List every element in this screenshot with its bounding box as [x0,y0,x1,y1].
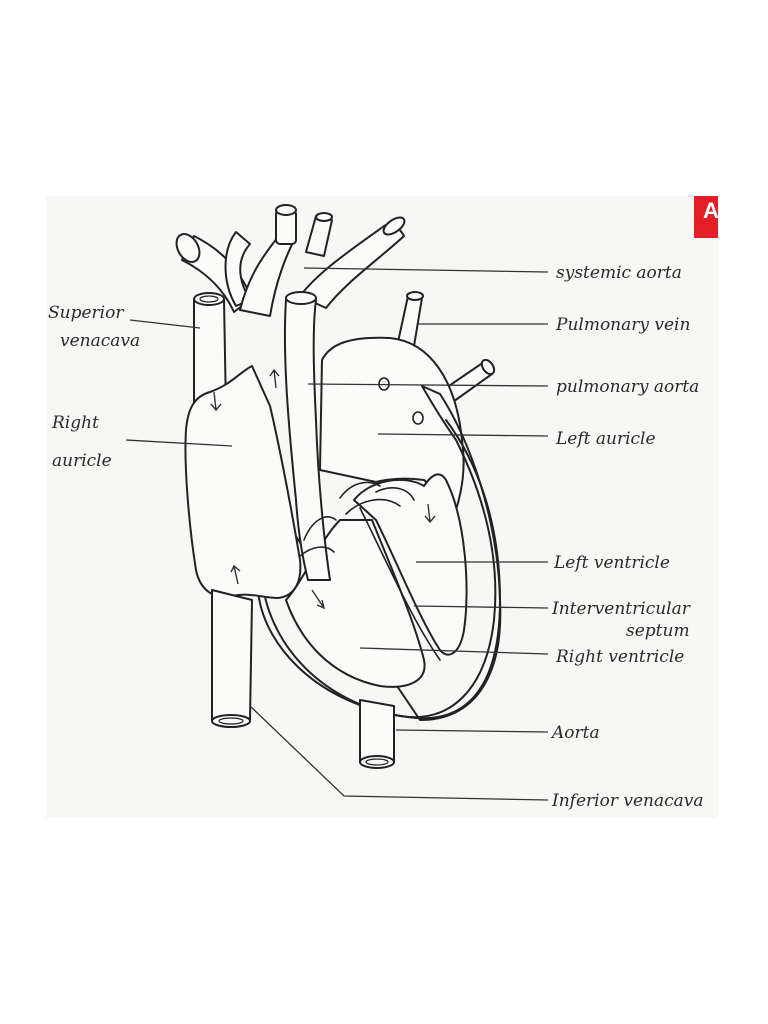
leader-systemic-aorta [303,267,549,273]
arrow-right-ventricle [311,589,326,610]
label-left-auricle: Left auricle [555,429,656,449]
pulmonary-aorta-opening [285,291,317,305]
label-interventricular-1: Interventricular [551,599,691,619]
pulmonary-vein-opening-2 [412,411,424,425]
label-superior-venacava-1: Superior [48,303,124,323]
svc-opening [193,292,225,306]
aorta-opening [359,755,395,769]
label-pulmonary-aorta: pulmonary aorta [556,377,699,397]
systemic-aorta-opening [382,216,406,236]
right-auricle-shape [184,365,302,599]
descending-aorta [359,699,395,769]
leader-interventricular-septum [413,605,549,609]
label-right-auricle-1: Right [51,413,99,433]
pulmonary-vein-lower-opening [480,358,496,376]
labels: Superior venacava Right auricle systemic… [48,263,704,811]
pulmonary-veins [397,291,496,405]
label-right-ventricle: Right ventricle [555,647,684,667]
mitral-flap-3 [375,487,415,501]
top-branch-1-opening [275,204,297,216]
tricuspid-flap-1 [303,516,337,541]
left-auricle-shape [319,336,465,511]
superior-vena-cava [193,292,227,411]
leader-left-auricle [377,433,549,437]
left-ventricle-chamber [353,473,468,656]
arrow-svc-down [210,391,222,412]
leader-aorta [395,729,549,733]
label-right-auricle-2: auricle [52,451,112,471]
mid-branch-vessel [224,231,251,307]
tricuspid-flap-2 [299,546,335,557]
aortic-arch [175,204,406,317]
valves [299,481,415,557]
ivc-inner [218,717,244,725]
pulmonary-vein-upper [397,295,423,347]
ivc-tube [211,589,253,721]
flow-arrows [210,368,436,610]
ivc-opening [211,714,251,728]
label-left-ventricle: Left ventricle [553,553,670,573]
corner-badge: A [694,196,719,238]
leader-inferior-venacava [249,705,549,801]
arrow-up-pulmonary [269,368,280,389]
arrow-left-ventricle [424,503,436,524]
leader-pulmonary-aorta [307,383,549,387]
heart-outer-contour [261,419,501,720]
aorta-tube [359,699,395,763]
left-branch-opening [175,233,201,263]
badge-letter: A [703,198,719,223]
label-systemic-aorta: systemic aorta [556,263,682,283]
label-aorta: Aorta [550,723,600,743]
septum-line [359,507,441,661]
top-branch-2 [305,215,333,257]
leader-lines [125,267,549,801]
label-interventricular-2: septum [626,621,690,641]
top-branch-2-opening [315,212,333,222]
badge-box [694,196,718,238]
arrow-ivc-up [230,564,241,585]
pulmonary-aorta-trunk [283,291,331,581]
label-pulmonary-vein: Pulmonary vein [555,315,690,335]
inferior-vena-cava [211,589,253,728]
mitral-flap-2 [345,498,401,515]
leader-superior-venacava [129,319,201,329]
svc-inner [199,295,219,303]
leader-right-ventricle [359,647,549,655]
pulmonary-vein-upper-opening [406,291,424,301]
mitral-flap-1 [339,481,381,499]
aorta-inner [365,758,389,766]
leader-right-auricle [125,439,233,447]
label-superior-venacava-2: venacava [60,331,140,351]
label-inferior-venacava: Inferior venacava [551,791,704,811]
